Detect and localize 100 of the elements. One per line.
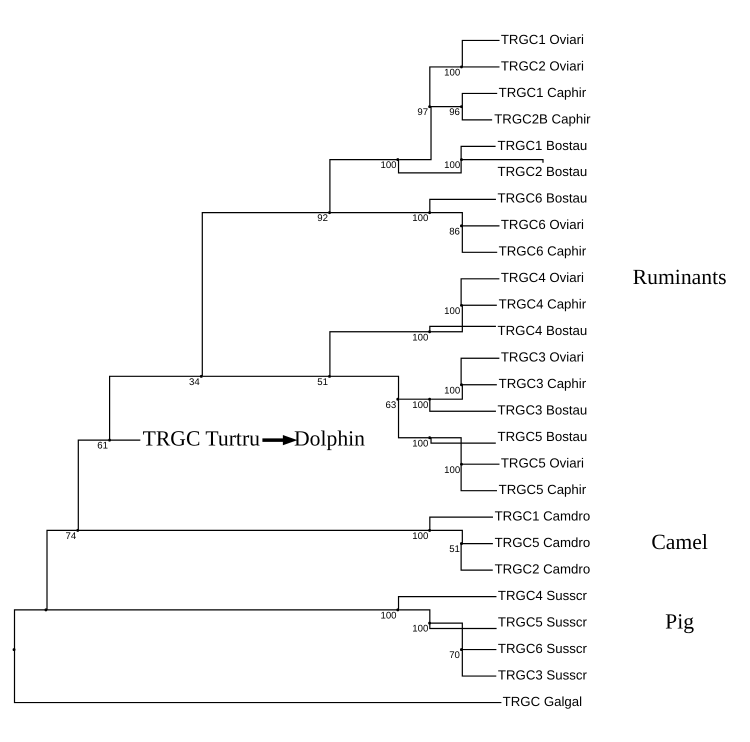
connector	[462, 304, 497, 306]
connector	[462, 384, 497, 385]
node-label: 97	[417, 106, 428, 118]
node-text: TRGC2 Bostau	[498, 164, 588, 179]
label: Ruminants	[632, 264, 727, 289]
node-label: 34	[189, 376, 200, 388]
node-label: 100	[412, 212, 428, 224]
connector	[109, 375, 200, 438]
connector	[460, 544, 493, 570]
node-text: TRGC6 Susscr	[498, 640, 587, 656]
node-text: TRGC5 Camdro	[494, 534, 590, 550]
node-point	[328, 210, 331, 214]
node-label: 100	[444, 384, 460, 396]
node-label: 86	[449, 226, 460, 237]
arrow	[262, 434, 298, 445]
connector	[330, 375, 400, 398]
connector	[462, 66, 500, 68]
connector	[431, 384, 463, 400]
connector	[460, 278, 500, 304]
node-point	[76, 528, 80, 532]
connector	[399, 398, 429, 400]
connector	[398, 400, 428, 438]
node-label: 100	[412, 530, 428, 542]
connector	[462, 649, 496, 676]
node-text: TRGC Turtru	[142, 426, 260, 450]
node-text: TRGC6 Bostau	[498, 190, 588, 206]
node-point	[428, 621, 432, 624]
connector	[399, 608, 430, 622]
node-point	[200, 374, 203, 378]
connector	[430, 436, 462, 463]
connector	[460, 145, 496, 158]
node-point	[428, 397, 432, 400]
node-point	[460, 648, 463, 651]
connector	[78, 439, 108, 529]
node-label: 100	[412, 399, 428, 410]
node-text: TRGC4 Oviari	[500, 270, 584, 285]
node-label: 100	[444, 305, 460, 316]
node-text: TRGC4 Bostau	[498, 322, 588, 338]
connector	[431, 304, 463, 332]
connector	[429, 516, 493, 530]
connector	[110, 439, 140, 440]
node-label: 51	[449, 544, 460, 555]
connector	[462, 106, 492, 120]
label: Pig	[665, 608, 694, 633]
connector	[462, 648, 496, 650]
connector	[329, 158, 397, 212]
node-label: 100	[412, 332, 428, 343]
connector	[429, 623, 497, 629]
node-label: 100	[444, 67, 460, 78]
connector	[429, 198, 496, 212]
node-text: TRGC1 Bostau	[498, 137, 588, 152]
node-text: TRGC1 Camdro	[494, 508, 590, 524]
connector	[431, 622, 463, 650]
node-point	[460, 158, 463, 161]
node-text: TRGC6 Oviari	[500, 216, 584, 232]
node-point	[428, 330, 432, 333]
connector	[14, 650, 502, 703]
connector	[202, 212, 328, 376]
node-text: TRGC3 Susscr	[498, 666, 587, 682]
node-label: 74	[65, 530, 76, 542]
node-point	[460, 382, 463, 386]
connector	[399, 106, 432, 160]
node-label: 100	[380, 610, 397, 621]
connector	[460, 464, 497, 491]
node-point	[108, 438, 112, 442]
connector	[431, 529, 463, 543]
connector	[429, 325, 496, 330]
node-point	[428, 104, 432, 108]
node-point	[396, 608, 400, 611]
connector	[431, 106, 460, 107]
node-label: 100	[412, 438, 428, 449]
node-point	[460, 64, 463, 68]
node-text: TRGC6 Caphir	[498, 243, 586, 258]
node-text: TRGC2 Oviari	[500, 58, 584, 73]
connector	[431, 212, 463, 226]
connector	[430, 437, 496, 444]
connector	[330, 212, 429, 213]
node-point	[328, 374, 331, 378]
node-text: TRGC5 Susscr	[498, 614, 587, 629]
node-text: TRGC5 Oviari	[500, 455, 584, 470]
node-label: 100	[444, 160, 460, 171]
connector	[14, 608, 45, 648]
node-point	[396, 397, 400, 400]
node-point	[460, 104, 463, 108]
node-label: 61	[97, 440, 108, 452]
node-label: 63	[386, 399, 396, 410]
connector	[462, 224, 500, 226]
node-point	[428, 528, 432, 532]
connector	[462, 463, 500, 464]
connector	[46, 529, 76, 610]
connector	[398, 596, 496, 609]
node-point	[460, 303, 463, 306]
node-text: TRGC3 Oviari	[500, 349, 584, 364]
connector	[462, 542, 493, 544]
node-label: 92	[317, 212, 328, 224]
node-text: TRGC3 Bostau	[498, 402, 588, 418]
node-text: TRGC Galgal	[502, 693, 582, 708]
connector	[462, 92, 498, 106]
connector	[429, 400, 496, 412]
node-text: TRGC1 Oviari	[500, 31, 584, 46]
